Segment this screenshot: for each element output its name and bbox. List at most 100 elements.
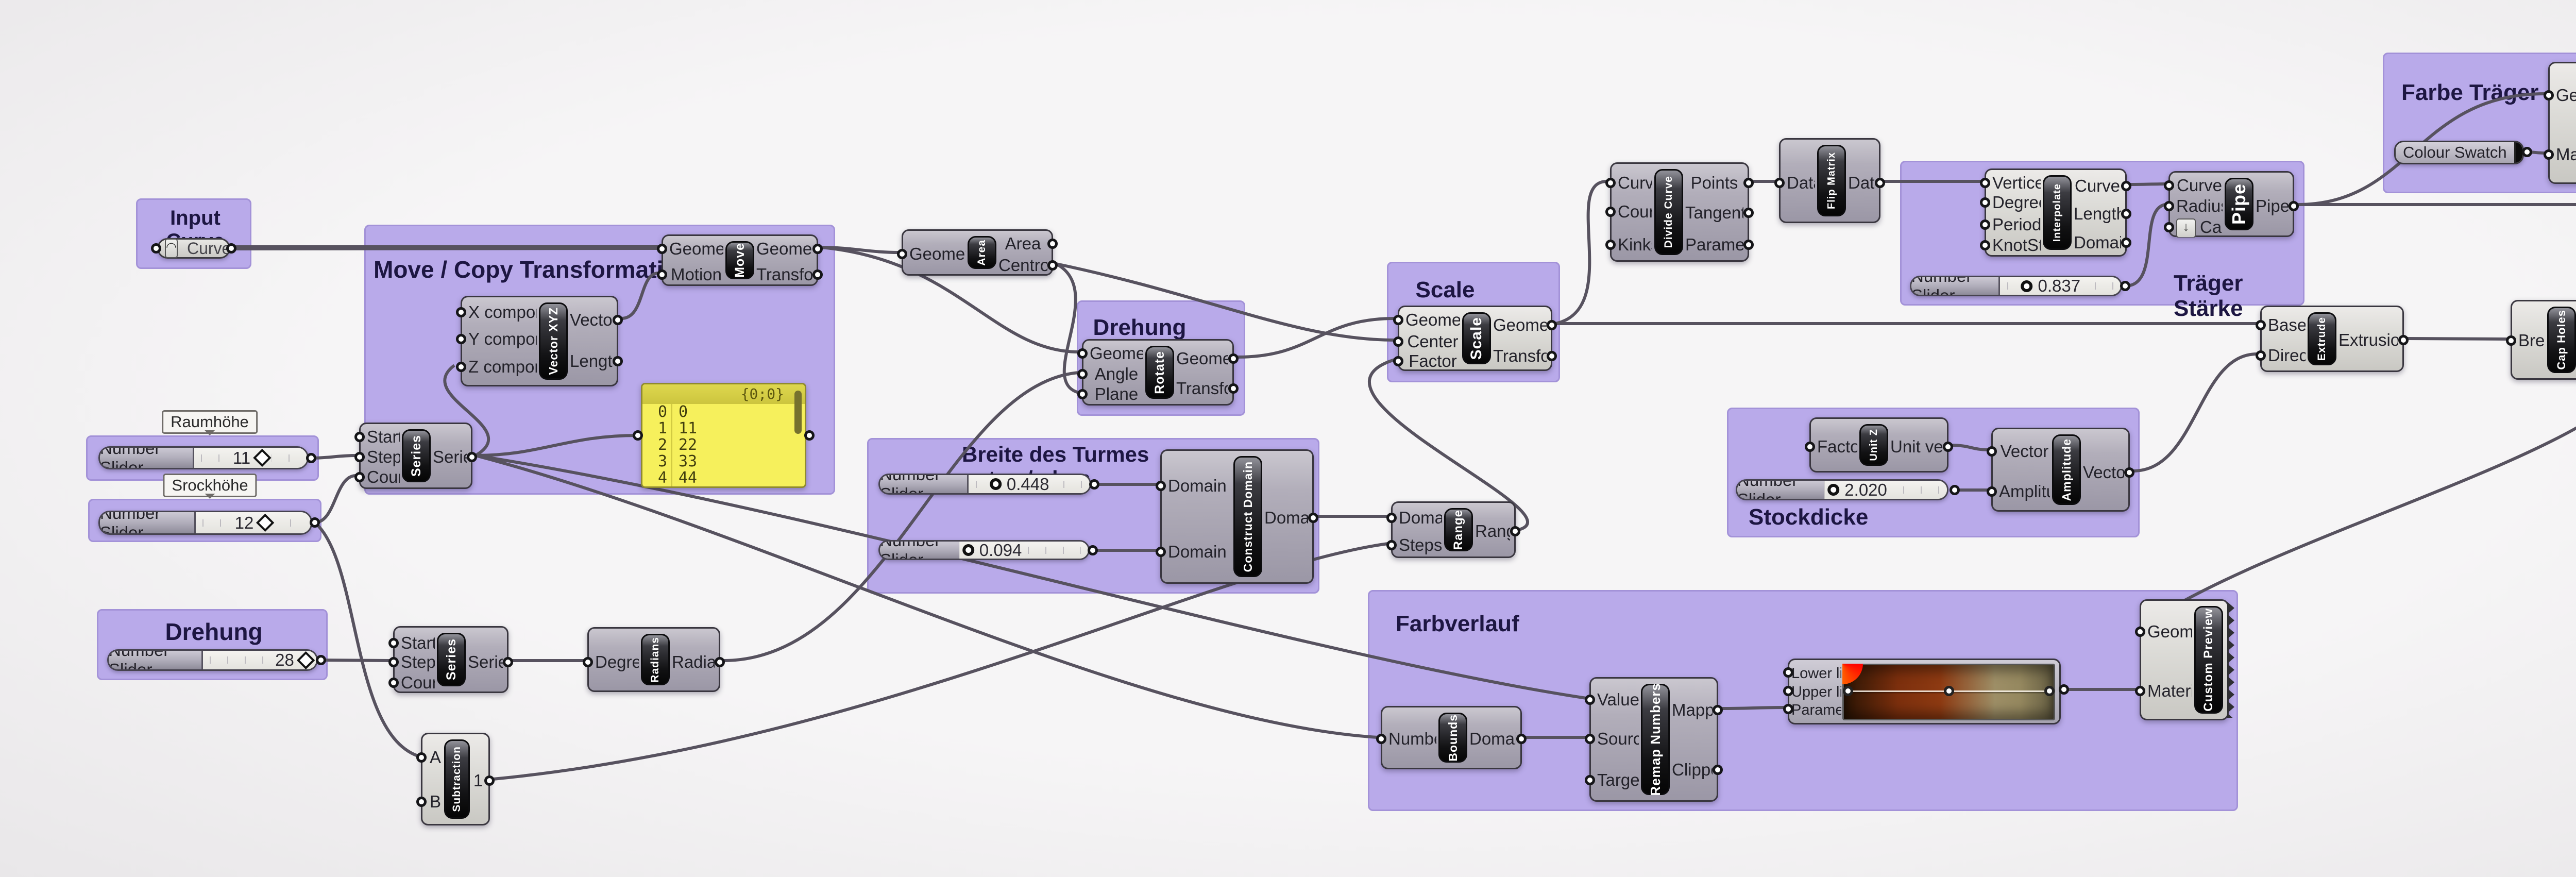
colour-swatch-color[interactable] bbox=[2514, 142, 2522, 163]
radians-capsule[interactable]: Radians bbox=[641, 634, 670, 685]
pipe-input-2-port[interactable] bbox=[2164, 201, 2174, 211]
extrude-input-2-port[interactable] bbox=[2256, 350, 2266, 361]
extrude-output-1-port[interactable] bbox=[2398, 335, 2409, 345]
component-remap-numbers[interactable]: Remap NumbersValueSourceTargetMappedClip… bbox=[1585, 677, 1723, 802]
custom-preview-2-capsule[interactable]: Custom Preview bbox=[2194, 606, 2223, 714]
component-bounds[interactable]: BoundsNumbersDomain bbox=[1376, 706, 1527, 769]
construct-domain-input-2-port[interactable] bbox=[1156, 547, 1166, 557]
interpolate-input-3-port[interactable] bbox=[1980, 220, 1990, 230]
pipe-output-1-port[interactable] bbox=[2289, 201, 2299, 211]
area-output-2-port[interactable] bbox=[1047, 260, 1058, 271]
amplitude-capsule[interactable]: Amplitude bbox=[2052, 434, 2081, 505]
rotate-capsule[interactable]: Rotate bbox=[1145, 346, 1174, 399]
number-slider-drehung-turm-track[interactable]: 28 bbox=[203, 651, 316, 669]
component-scale[interactable]: ScaleGeometryCenterFactorGeometryTransfo… bbox=[1393, 306, 1557, 371]
component-interpolate[interactable]: InterpolateVerticesDegreePeriodicKnotSty… bbox=[1980, 168, 2131, 257]
curve-param-output-port[interactable] bbox=[226, 243, 236, 254]
number-slider-raumhoehe-value[interactable]: 11 bbox=[229, 448, 272, 468]
amplitude-input-2-port[interactable] bbox=[1987, 486, 1997, 497]
gradient-control[interactable]: Lower limitUpper limitParameter bbox=[1783, 659, 2061, 724]
gradient-input-1-port[interactable] bbox=[1783, 667, 1793, 678]
series-1-input-2-port[interactable] bbox=[354, 452, 365, 462]
interpolate-output-2-port[interactable] bbox=[2121, 209, 2131, 219]
area-input-1-port[interactable] bbox=[897, 249, 907, 259]
group-farbe-traeger[interactable]: Farbe Träger bbox=[2383, 53, 2576, 193]
series-2-output-1-port[interactable] bbox=[503, 657, 513, 667]
move-input-2-port[interactable] bbox=[657, 269, 667, 280]
amplitude-output-1-port[interactable] bbox=[2124, 467, 2134, 478]
component-area[interactable]: AreaGeometryAreaCentroid bbox=[897, 229, 1058, 276]
interpolate-output-1-port[interactable] bbox=[2121, 181, 2131, 191]
vector-xyz-output-1-port[interactable] bbox=[613, 315, 623, 325]
interpolate-input-1-port[interactable] bbox=[1980, 178, 1990, 188]
slider-knob-icon[interactable] bbox=[962, 544, 974, 556]
number-slider-stockdicke-output-port[interactable] bbox=[1950, 485, 1960, 495]
remap-numbers-output-1-port[interactable] bbox=[1713, 705, 1723, 715]
number-slider-breite-oben-output-port[interactable] bbox=[1088, 545, 1098, 555]
divide-curve-output-1-port[interactable] bbox=[1743, 178, 1754, 188]
component-amplitude[interactable]: AmplitudeVectorAmplitudeVector bbox=[1987, 428, 2134, 512]
number-slider-stockhoehe-track[interactable]: 12 bbox=[196, 512, 311, 533]
unit-z-capsule[interactable]: Unit Z bbox=[1859, 424, 1888, 466]
gradient-input-3-port[interactable] bbox=[1783, 704, 1793, 714]
move-output-1-port[interactable] bbox=[812, 244, 823, 254]
slider-knob-icon[interactable] bbox=[296, 651, 315, 669]
divide-curve-input-3-port[interactable] bbox=[1605, 240, 1616, 250]
scale-input-3-port[interactable] bbox=[1393, 356, 1403, 366]
remap-numbers-input-3-port[interactable] bbox=[1585, 775, 1595, 785]
custom-preview-1-input-1-port[interactable] bbox=[2544, 90, 2554, 100]
component-range[interactable]: RangeDomainStepsRange bbox=[1386, 501, 1520, 558]
range-input-2-port[interactable] bbox=[1386, 540, 1397, 550]
slider-knob-icon[interactable] bbox=[2021, 280, 2033, 292]
series-1-input-3-port[interactable] bbox=[354, 472, 365, 482]
rotate-input-3-port[interactable] bbox=[1077, 389, 1088, 399]
area-output-1-port[interactable] bbox=[1047, 239, 1058, 249]
scale-input-1-port[interactable] bbox=[1393, 315, 1403, 325]
radians-input-1-port[interactable] bbox=[583, 657, 593, 667]
series-2-input-3-port[interactable] bbox=[388, 678, 399, 688]
construct-domain-output-1-port[interactable] bbox=[1308, 513, 1318, 523]
bounds-input-1-port[interactable] bbox=[1376, 734, 1386, 744]
subtraction-output-1-port[interactable] bbox=[484, 775, 495, 786]
extrude-capsule[interactable]: Extrude bbox=[2308, 312, 2336, 365]
interpolate-output-3-port[interactable] bbox=[2121, 238, 2131, 248]
remap-numbers-input-1-port[interactable] bbox=[1585, 695, 1595, 705]
rotate-input-2-port[interactable] bbox=[1077, 369, 1088, 379]
scale-input-2-port[interactable] bbox=[1393, 336, 1403, 347]
component-radians[interactable]: RadiansDegreesRadians bbox=[583, 627, 725, 692]
extrude-input-1-port[interactable] bbox=[2256, 320, 2266, 330]
wire-centroid-to-rotate-plane[interactable] bbox=[1055, 262, 1079, 394]
slider-knob-icon[interactable] bbox=[252, 448, 272, 467]
rotate-input-1-port[interactable] bbox=[1077, 348, 1088, 359]
pipe-input-1-port[interactable] bbox=[2164, 180, 2174, 191]
scale-output-1-port[interactable] bbox=[1547, 320, 1557, 330]
number-slider-breite-unten-output-port[interactable] bbox=[1089, 479, 1099, 490]
gradient-grip-icon[interactable] bbox=[1843, 686, 1854, 696]
number-slider-stockhoehe-value[interactable]: 12 bbox=[231, 513, 275, 533]
wire-amplitude-to-extrude-direction[interactable] bbox=[2132, 352, 2258, 473]
number-slider-traeger-staerke-output-port[interactable] bbox=[2120, 281, 2130, 291]
move-capsule[interactable]: Move bbox=[725, 241, 754, 279]
series-1-input-1-port[interactable] bbox=[354, 432, 365, 442]
component-flip-matrix[interactable]: Flip MatrixDataData bbox=[1774, 138, 1885, 223]
component-pipe[interactable]: PipeCurveRadius↓CapsPipe bbox=[2164, 171, 2299, 238]
bounds-output-1-port[interactable] bbox=[1516, 734, 1527, 744]
range-capsule[interactable]: Range bbox=[1444, 508, 1473, 551]
pipe-input-3-port[interactable] bbox=[2164, 222, 2174, 232]
interpolate-capsule[interactable]: Interpolate bbox=[2043, 175, 2072, 250]
remap-numbers-output-2-port[interactable] bbox=[1713, 765, 1723, 775]
gradient-input-2-port[interactable] bbox=[1783, 686, 1793, 696]
component-series-2[interactable]: SeriesStartStepCountSeries bbox=[388, 626, 513, 693]
down-arrow-icon[interactable]: ↓ bbox=[2176, 218, 2196, 238]
number-slider-traeger-staerke-track[interactable]: 0.837 bbox=[2000, 277, 2121, 295]
flip-matrix-output-1-port[interactable] bbox=[1875, 178, 1885, 188]
component-custom-preview-2[interactable]: Custom PreviewGeometryMaterial bbox=[2135, 599, 2234, 720]
vector-xyz-input-3-port[interactable] bbox=[456, 362, 466, 372]
